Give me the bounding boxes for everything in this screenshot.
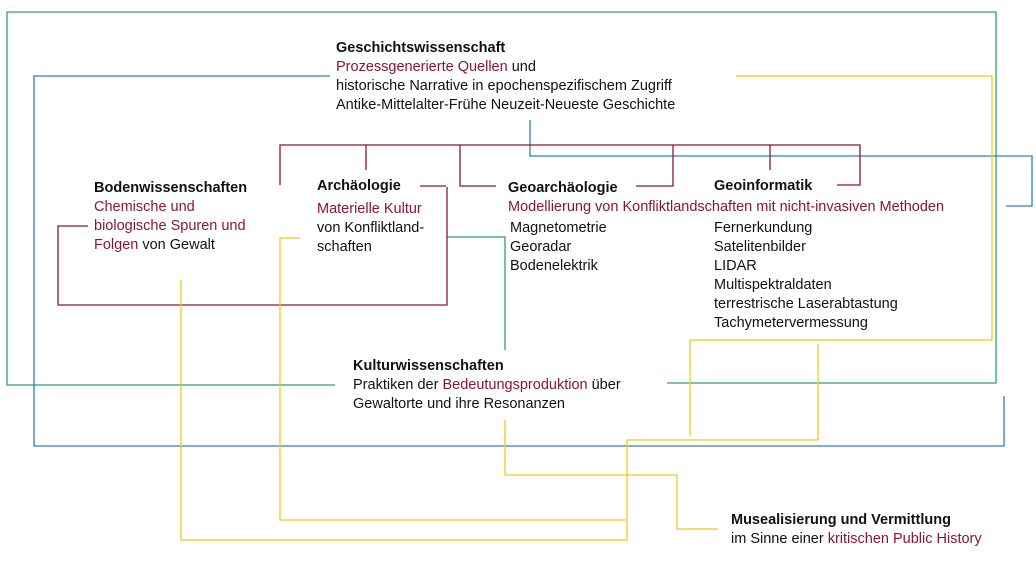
boden-line2: biologische Spuren und [94,218,246,234]
geschichte-red-text: Prozessgenerierte Quellen [336,59,508,75]
node-geoinformatik: Geoinformatik [714,177,812,196]
modellierung-text: Modellierung von Konfliktlandschaften mi… [508,199,945,215]
geoinformatik-item: Satelitenbilder [714,239,806,255]
geschichte-line2: historische Narrative in epochenspezifis… [336,78,672,94]
yellow-line-archaeologie [279,237,626,521]
node-geoarchaeologie: Geoarchäologie [508,179,618,198]
green-frame-line [6,11,997,386]
geoarchaeologie-item: Bodenelektrik [510,258,598,274]
yellow-line-boden [180,280,819,541]
kultur-line2: Gewaltorte und ihre Resonanzen [353,396,565,412]
node-archaeologie: Archäologie Materielle Kultur von Konfli… [317,177,424,257]
geoinformatik-item: terrestrische Laserabtastung [714,296,898,312]
geoinformatik-item: LIDAR [714,258,757,274]
blue-connector-line [529,120,1033,207]
boden-line3-rest: von Gewalt [138,237,215,253]
red-bracket-line [279,144,861,186]
museal-red-text: kritischen Public History [827,531,982,547]
geoarchaeologie-title: Geoarchäologie [508,180,618,196]
geoarchaeologie-item: Georadar [510,239,572,255]
kultur-title: Kulturwissenschaften [353,358,504,374]
archaeologie-line3: schaften [317,239,372,255]
kultur-line1: Praktiken der Bedeutungsproduktion über [353,376,621,395]
green-connector-line [447,236,506,350]
yellow-line-geschichte [689,75,993,436]
node-geschichtswissenschaft: Geschichtswissenschaft Prozessgenerierte… [336,39,675,115]
archaeologie-line2: von Konfliktland- [317,220,425,236]
geschichte-line3: Antike-Mittelalter-Frühe Neuzeit-Neueste… [336,97,676,113]
boden-red-text: Folgen [94,237,139,253]
kultur-red-text: Bedeutungsproduktion [442,377,588,393]
geoarchaeologie-item: Magnetometrie [510,220,607,236]
geoinformatik-title: Geoinformatik [714,178,813,194]
red-box-line [57,187,448,306]
kultur-line1-post: über [587,377,621,393]
geschichte-title: Geschichtswissenschaft [336,40,506,56]
archaeologie-title: Archäologie [317,178,401,194]
museal-title: Musealisierung und Vermittlung [731,512,951,528]
geoarchaeologie-methods: Magnetometrie Georadar Bodenelektrik [510,219,607,276]
geoinformatik-item: Fernerkundung [714,220,813,236]
geschichte-line1-rest: und [507,59,536,75]
boden-line1: Chemische und [94,199,195,215]
red-tick-geoarchaeologie [459,145,496,187]
blue-frame-line [33,75,1005,447]
geoinformatik-methods: Fernerkundung Satelitenbilder LIDAR Mult… [714,219,898,333]
node-kulturwissenschaften: Kulturwissenschaften Praktiken der Bedeu… [353,357,621,414]
geoinformatik-item: Multispektraldaten [714,277,832,293]
yellow-line-kultur [504,420,718,530]
boden-line3: Folgen von Gewalt [94,236,247,255]
geschichte-line1: Prozessgenerierte Quellen und [336,58,675,77]
node-bodenwissenschaften: Bodenwissenschaften Chemische und biolog… [94,179,247,255]
kultur-line1-pre: Praktiken der [353,377,443,393]
geoinformatik-item: Tachymetervermessung [714,315,868,331]
museal-line1-pre: im Sinne einer [731,531,828,547]
archaeologie-line1: Materielle Kultur [317,201,422,217]
red-tick-modellierung [636,145,674,187]
museal-line1: im Sinne einer kritischen Public History [731,530,982,549]
node-musealisierung: Musealisierung und Vermittlung im Sinne … [731,511,982,549]
boden-title: Bodenwissenschaften [94,180,248,196]
